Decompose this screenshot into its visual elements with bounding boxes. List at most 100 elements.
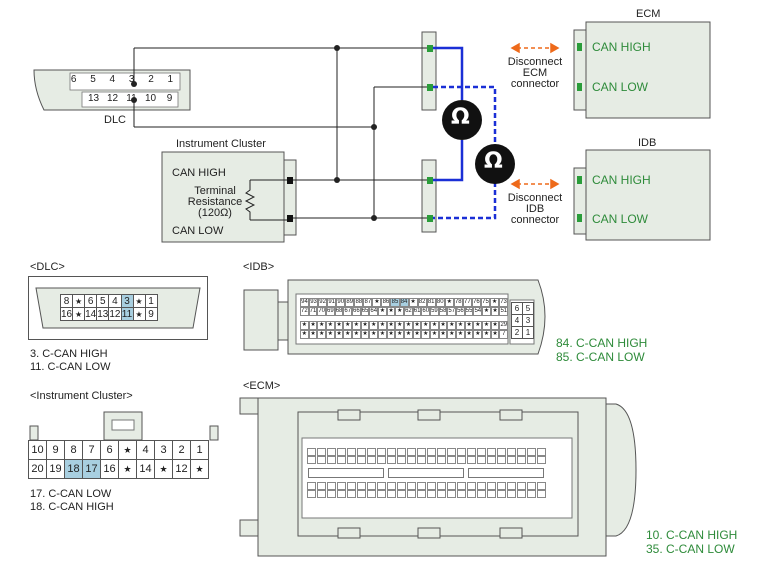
dlc-pin: 11 <box>126 93 137 104</box>
ecm-pin-cell <box>536 456 546 464</box>
ecm-pin-cell <box>366 482 376 490</box>
ecm-pin-cell <box>436 482 446 490</box>
connector-pin: ★ <box>430 321 439 330</box>
ecm-pin-cell <box>396 490 406 498</box>
ecm-pin-cell <box>366 490 376 498</box>
connector-pin: ★ <box>132 294 146 308</box>
ecm-pin-cell <box>416 448 426 456</box>
wires <box>133 47 428 219</box>
connector-pin: ★ <box>378 321 387 330</box>
connector-pin: ★ <box>408 298 418 307</box>
cluster-box <box>161 151 285 243</box>
connector-pin: 68 <box>334 307 344 316</box>
connector-pin: 54 <box>473 307 483 316</box>
connector-pin: ★ <box>360 330 370 339</box>
ecm-pin-cell <box>466 482 476 490</box>
connector-pin: ★ <box>308 321 318 330</box>
connector-pin: ★ <box>473 330 483 339</box>
idb-can-high: CAN HIGH <box>592 173 651 187</box>
connector-pin: ★ <box>386 330 396 339</box>
connector-pin: ★ <box>456 330 465 339</box>
connector-pin: ★ <box>447 330 457 339</box>
connector-pin: 77 <box>462 298 472 307</box>
ecm-pin-cell <box>416 482 426 490</box>
ecm-pin-cell <box>326 482 336 490</box>
disconnect-ecm-label: Disconnect ECM connector <box>507 56 563 90</box>
ecm-pin-cell <box>446 482 456 490</box>
ecm-pin-cell <box>536 482 546 490</box>
connector-pin: ★ <box>490 330 500 339</box>
ecm-pin-cell <box>326 456 336 464</box>
ecm-pin-cell <box>496 448 506 456</box>
ecm-pin-cell <box>516 490 526 498</box>
ecm-pin-cell <box>486 482 496 490</box>
ecm-pin-cell <box>526 456 536 464</box>
connector-pin: 4 <box>136 440 155 460</box>
connector-pin: ★ <box>482 321 491 330</box>
connector-pin: 85 <box>390 298 400 307</box>
ecm-title: ECM <box>636 8 661 20</box>
ecm-pin-cell <box>506 490 516 498</box>
connector-pin: ★ <box>490 321 500 330</box>
connector-pin: ★ <box>490 307 500 316</box>
connector-pin: 5 <box>96 294 110 308</box>
cluster-can-high: CAN HIGH <box>172 167 226 179</box>
connector-pin: 1 <box>190 440 209 460</box>
ecm-pin-cell <box>386 482 396 490</box>
connector-pin: 66 <box>352 307 361 316</box>
disconnect-idb-label: Disconnect IDB connector <box>507 192 563 226</box>
idb-box <box>585 149 711 241</box>
ecm-pin-cell <box>506 456 516 464</box>
connector-pin: 7 <box>82 440 101 460</box>
ecm-pin-cell <box>536 490 546 498</box>
ecm-side-junction <box>421 31 437 111</box>
ecm-pin-cell <box>406 448 416 456</box>
connector-pin: ★ <box>395 307 405 316</box>
connector-pin: 65 <box>360 307 370 316</box>
connector-pin: 6 <box>100 440 119 460</box>
connector-pin: 4 <box>108 294 122 308</box>
connector-pin: 69 <box>326 307 335 316</box>
measurement-leads <box>433 46 497 220</box>
connector-pin: 64 <box>369 307 379 316</box>
connector-pin: 80 <box>435 298 445 307</box>
connector-pin: 78 <box>453 298 463 307</box>
dlc-pin: 4 <box>109 74 116 85</box>
connector-pin: ★ <box>489 298 500 307</box>
ecm-can-high: CAN HIGH <box>592 40 651 54</box>
ecm-pin-cell <box>426 456 436 464</box>
ecm-pin-cell <box>306 448 316 456</box>
dlc-pin: 10 <box>144 93 157 104</box>
connector-pin: 6 <box>84 294 98 308</box>
ecm-box <box>585 21 711 119</box>
ecm-pin-cell <box>306 456 316 464</box>
connector-pin: 73 <box>499 298 509 307</box>
connector-pin: ★ <box>386 321 396 330</box>
ecm-pin-cell <box>506 482 516 490</box>
ecm-pin-cell <box>346 456 356 464</box>
dlc-pin-grid <box>69 72 181 108</box>
connector-pin: ★ <box>378 330 387 339</box>
connector-pin: 12 <box>108 307 122 321</box>
connector-pin: 7 <box>499 330 509 339</box>
ecm-pin-cell <box>446 456 456 464</box>
connector-pin: ★ <box>72 294 86 308</box>
connector-pin: 14 <box>84 307 98 321</box>
connector-pin: ★ <box>482 330 491 339</box>
ecm-pin-cell <box>496 490 506 498</box>
ecm-pin-cell <box>346 490 356 498</box>
ecm-pin-cell <box>466 448 476 456</box>
connector-pin: ★ <box>404 330 413 339</box>
ecm-pin-cell <box>496 456 506 464</box>
ecm-pin-cell <box>446 490 456 498</box>
ecm-pin-cell <box>386 490 396 498</box>
connector-pin: 2 <box>172 440 191 460</box>
connector-pin: 67 <box>343 307 353 316</box>
connector-pin: 58 <box>438 307 448 316</box>
connector-pin: 17 <box>82 459 101 479</box>
disconnect-arrows <box>510 42 560 190</box>
ecm-pin-cell <box>316 482 326 490</box>
ohm-icon: Ω <box>451 105 470 130</box>
connector-pin: ★ <box>317 330 327 339</box>
connector-pin: ★ <box>118 440 137 460</box>
